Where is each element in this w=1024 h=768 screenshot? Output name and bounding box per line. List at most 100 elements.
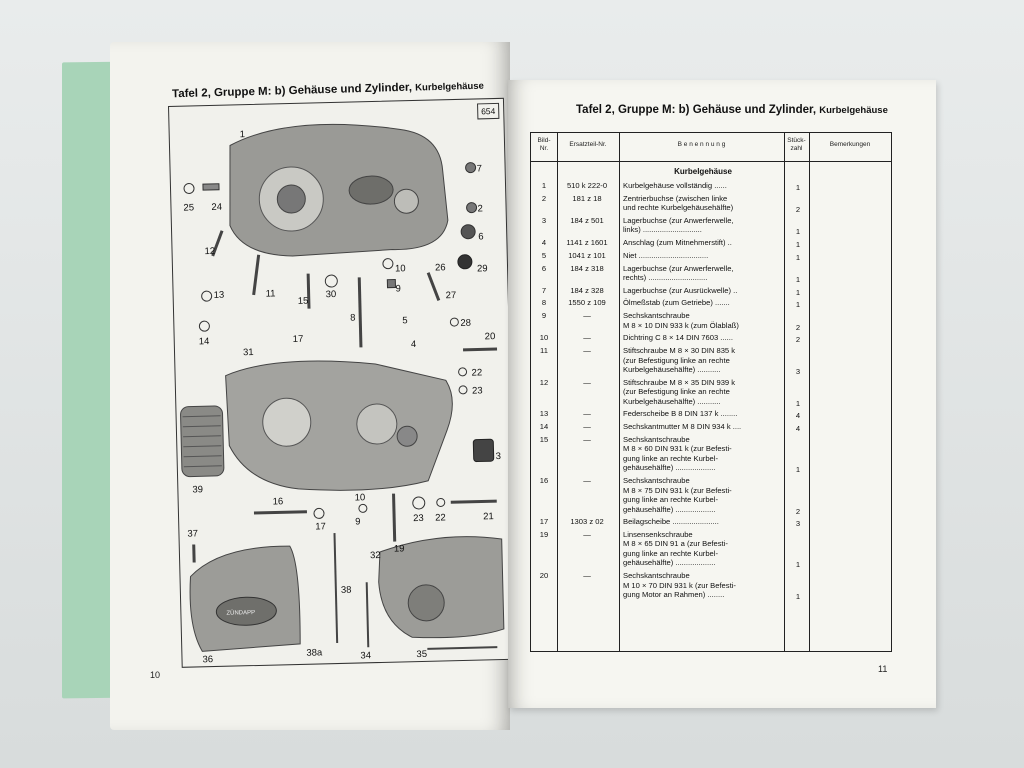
part-label: 37: [187, 528, 198, 539]
row-part-number: —: [583, 409, 591, 419]
row-quantity: 1: [795, 227, 801, 237]
row-quantity: 2: [795, 205, 801, 215]
header-stueckzahl: Stück- zahl: [787, 137, 806, 152]
right-page: [508, 80, 936, 708]
part-label: 30: [326, 289, 337, 300]
description-line: gung Motor an Rahmen) ........: [623, 590, 725, 600]
row-description: Lagerbuchse (zur Anwerferwelle,rechts) .…: [623, 264, 779, 283]
row-bild-nr: 20: [539, 571, 549, 581]
description-line: Anschlag (zum Mitnehmerstift) ..: [623, 238, 732, 248]
part-label: 31: [243, 347, 254, 358]
row-quantity: 4: [795, 424, 801, 434]
part-label: 20: [485, 331, 496, 342]
right-title-sub: Kurbelgehäuse: [819, 105, 888, 116]
description-line: M 8 × 65 DIN 91 a (zur Befesti-: [623, 539, 728, 549]
description-line: Dichtring C 8 × 14 DIN 7603 ......: [623, 333, 733, 343]
row-part-number: —: [583, 346, 591, 355]
part-label: 12: [204, 246, 215, 257]
left-page-number: 10: [150, 670, 161, 680]
description-line: M 8 × 60 DIN 931 k (zur Befesti-: [623, 444, 732, 454]
row-part-number: 1041 z 101: [568, 250, 606, 260]
row-bild-nr: 9: [541, 311, 547, 321]
row-quantity: 1: [795, 300, 801, 310]
part-label: 16: [273, 496, 284, 507]
part-label: 32: [370, 550, 381, 561]
description-line: M 10 × 70 DIN 931 k (zur Befesti-: [623, 580, 736, 590]
row-part-number: 1303 z 02: [570, 517, 604, 527]
part-label: 27: [446, 290, 457, 301]
description-line: M 8 × 10 DIN 933 k (zum Ölablaß): [623, 320, 739, 330]
row-part-number: —: [583, 333, 591, 343]
description-line: links) ............................: [623, 225, 702, 235]
description-line: M 8 × 75 DIN 931 k (zur Befesti-: [623, 485, 732, 495]
part-label: 17: [293, 334, 304, 345]
right-title-main: Tafel 2, Gruppe M: b) Gehäuse und Zylind…: [576, 104, 817, 116]
part-label: 38: [341, 585, 352, 596]
part-label: 22: [435, 512, 446, 523]
row-bild-nr: 12: [539, 377, 549, 387]
row-bild-nr: 19: [539, 529, 549, 539]
row-bild-nr: 14: [539, 422, 549, 432]
pulley-part: [180, 405, 225, 478]
row-part-number: —: [583, 476, 591, 485]
diagram-drawing: ZÜNDAPP 1 7 25 24 2 6 12 29 13 11 15 30 …: [180, 123, 505, 665]
table-header: [531, 133, 891, 162]
row-bild-nr: 5: [541, 250, 547, 260]
part-label: 26: [435, 262, 446, 273]
description-line: gung linke an rechte Kurbel-: [623, 495, 718, 504]
part-label: 7: [476, 163, 482, 174]
column-divider: [557, 133, 558, 651]
description-line: Kurbelgehäusehälfte) ...........: [623, 396, 721, 406]
header-bemerkungen: Bemerkungen: [829, 141, 871, 148]
part-label: 14: [199, 336, 210, 347]
description-line: Sechskantschraube: [623, 311, 690, 321]
description-line: gehäusehälfte) ...................: [623, 504, 716, 514]
row-bild-nr: 6: [541, 263, 547, 273]
part-label: 10: [395, 263, 406, 274]
description-line: gehäusehälfte) ...................: [623, 463, 716, 473]
row-description: Anschlag (zum Mitnehmerstift) ..: [623, 238, 779, 248]
row-part-number: 181 z 18: [572, 193, 602, 203]
row-description: Federscheibe B 8 DIN 137 k ........: [623, 409, 779, 419]
part-label: 35: [416, 649, 427, 660]
part-label: 4: [411, 339, 417, 350]
row-bild-nr: 13: [539, 409, 549, 419]
header-ersatzteil: Ersatzteil-Nr.: [569, 141, 607, 148]
row-bild-nr: 2: [541, 193, 547, 203]
row-description: Ölmeßstab (zum Getriebe) .......: [623, 298, 779, 308]
description-line: Kurbelgehäuse vollständig ......: [623, 181, 727, 190]
left-title-sub: Kurbelgehäuse: [415, 80, 484, 94]
parts-table: Bild- Nr. Ersatzteil-Nr. B e n e n n u n…: [530, 132, 892, 652]
row-description: Stiftschraube M 8 × 30 DIN 835 k(zur Bef…: [623, 346, 779, 375]
row-quantity: 2: [795, 335, 801, 345]
row-quantity: 1: [795, 398, 801, 408]
description-line: Stiftschraube M 8 × 35 DIN 939 k: [623, 377, 736, 387]
row-quantity: 1: [795, 287, 801, 297]
row-quantity: 1: [795, 592, 801, 602]
row-bild-nr: 3: [541, 215, 547, 225]
row-description: Beilagscheibe ......................: [623, 517, 779, 527]
part-label: 9: [355, 516, 361, 527]
description-line: (zur Befestigung linke an rechte: [623, 387, 730, 397]
description-line: Lagerbuchse (zur Anwerferwelle,: [623, 263, 734, 273]
row-bild-nr: 1: [541, 181, 547, 190]
row-quantity: 2: [795, 506, 801, 516]
part-label: 36: [202, 654, 213, 665]
description-line: Federscheibe B 8 DIN 137 k ........: [623, 409, 738, 419]
description-line: Zentrierbuchse (zwischen linke: [623, 193, 728, 203]
part-label: 25: [183, 202, 194, 213]
description-line: Niet .................................: [623, 250, 709, 260]
row-part-number: 184 z 318: [570, 263, 604, 273]
row-description: Stiftschraube M 8 × 35 DIN 939 k(zur Bef…: [623, 378, 779, 407]
row-part-number: 184 z 501: [570, 215, 604, 225]
description-line: gung linke an rechte Kurbel-: [623, 548, 718, 558]
row-bild-nr: 8: [541, 298, 547, 308]
description-line: Linsensenkschraube: [623, 529, 693, 539]
part-label: 8: [350, 312, 356, 323]
description-line: Beilagscheibe ......................: [623, 517, 719, 527]
part-label: 10: [355, 492, 366, 503]
row-description: Niet .................................: [623, 251, 779, 261]
